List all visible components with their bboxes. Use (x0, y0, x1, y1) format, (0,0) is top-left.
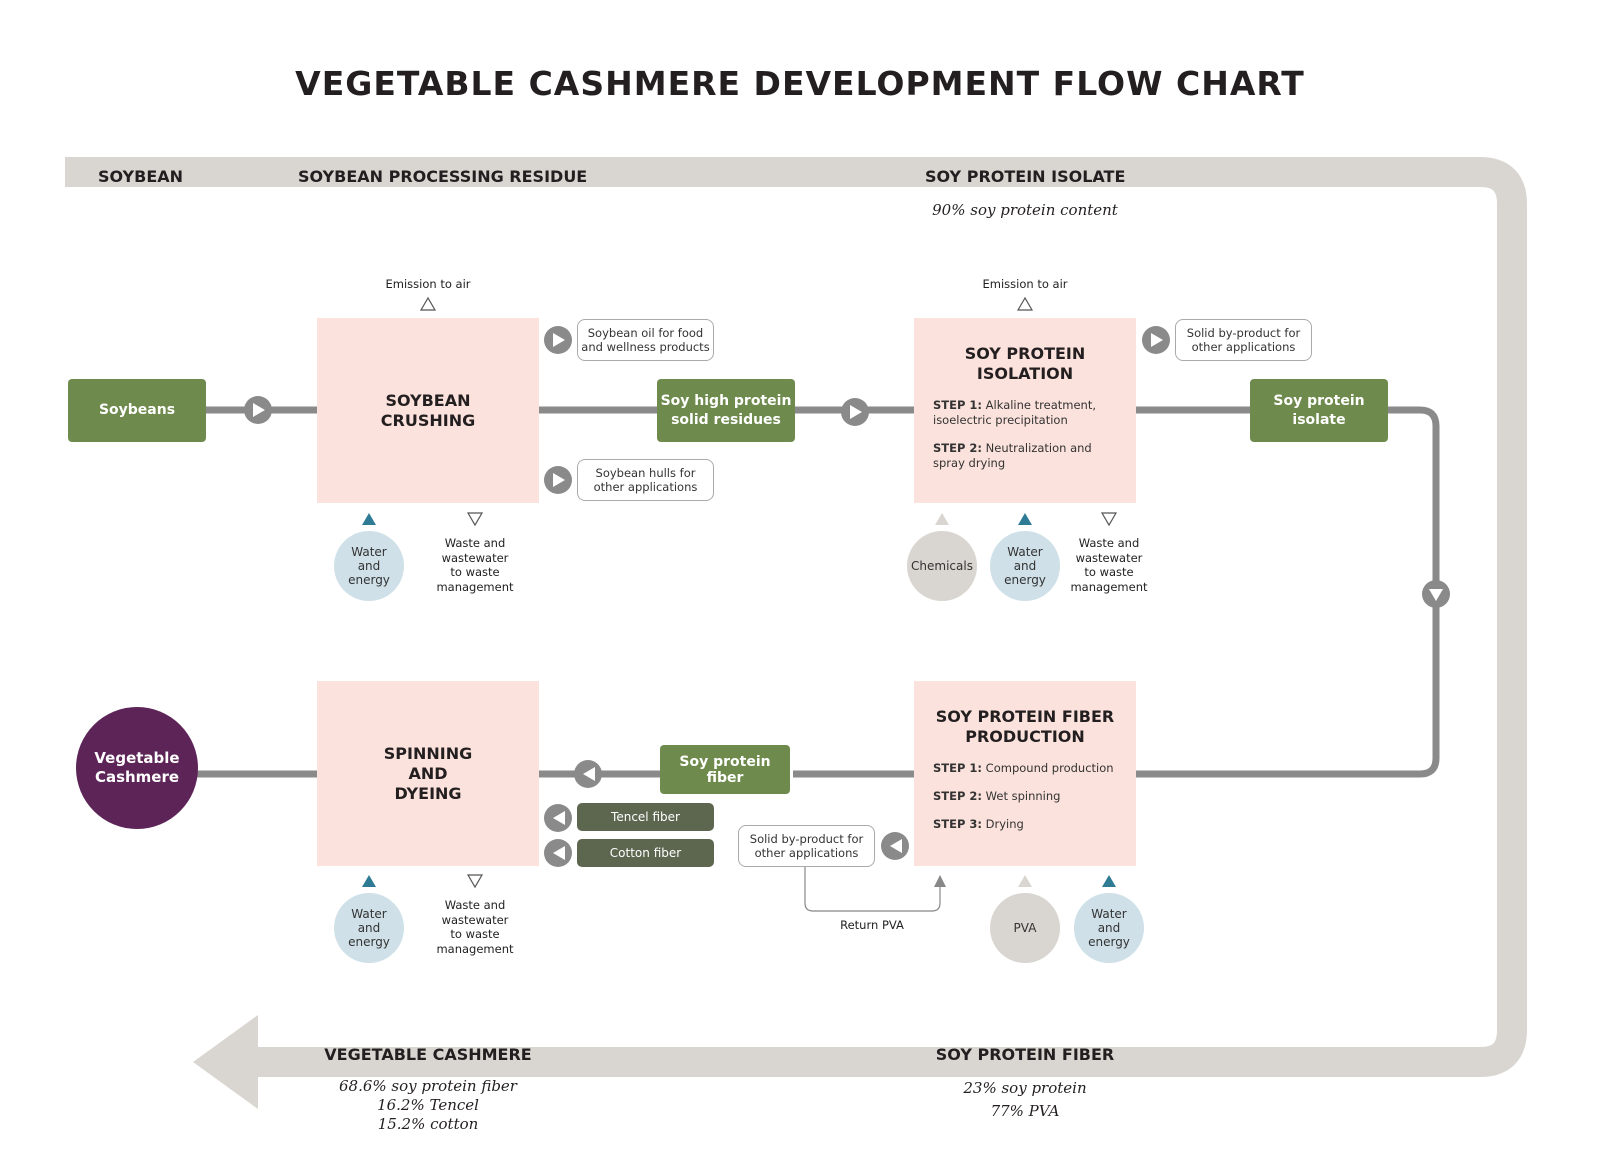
node-solid-residues: Soy high protein solid residues (657, 379, 795, 442)
process-title: SOY PROTEIN ISOLATION (964, 344, 1086, 383)
input-water-energy: Water and energy (1074, 893, 1144, 963)
stage-label-soybean: SOYBEAN (98, 167, 184, 186)
output-solid-byproduct-fiber: Solid by-product for other applications (738, 825, 875, 867)
stage-note-cashmere: 68.6% soy protein fiber 16.2% Tencel 15.… (339, 1077, 517, 1133)
input-arrow-water (1102, 875, 1116, 887)
process-title: SOY PROTEIN FIBER PRODUCTION (935, 707, 1115, 746)
return-pva-label: Return PVA (840, 918, 904, 932)
page-title: VEGETABLE CASHMERE DEVELOPMENT FLOW CHAR… (295, 64, 1305, 103)
node-cotton-fiber: Cotton fiber (577, 839, 714, 867)
input-arrow-water (362, 875, 376, 887)
input-pva: PVA (990, 893, 1060, 963)
waste-label: Waste and wastewater to waste management (436, 898, 514, 956)
waste-arrow (466, 874, 484, 889)
return-pva-connector (804, 867, 941, 912)
process-steps: STEP 1: Alkaline treatment, isoelectric … (914, 398, 1136, 471)
process-spinning-and-dyeing: SPINNING AND DYEING (317, 681, 539, 866)
flow-arrow-down (1422, 580, 1450, 608)
output-arrow-hulls (544, 466, 572, 494)
stage-label-cashmere: VEGETABLE CASHMERE (324, 1045, 532, 1064)
node-soybeans: Soybeans (68, 379, 206, 442)
output-arrow-byproduct-fiber (881, 832, 909, 860)
node-vegetable-cashmere: Vegetable Cashmere (76, 707, 198, 829)
process-step: STEP 1: Alkaline treatment, isoelectric … (933, 398, 1096, 427)
input-arrow-pva (1018, 875, 1032, 887)
input-arrow-water (1018, 513, 1032, 525)
emission-arrow (419, 296, 437, 311)
stage-label-isolate: SOY PROTEIN ISOLATE (925, 167, 1126, 186)
emission-arrow (1016, 296, 1034, 311)
emission-label: Emission to air (982, 277, 1068, 291)
return-pva-arrow (934, 875, 946, 887)
stage-label-residue: SOYBEAN PROCESSING RESIDUE (298, 167, 588, 186)
output-solid-byproduct-isolation: Solid by-product for other applications (1175, 319, 1312, 361)
flow-arrow-right (244, 396, 272, 424)
input-arrow-tencel (544, 804, 572, 832)
waste-label: Waste and wastewater to waste management (1070, 536, 1148, 594)
process-step: STEP 2: Neutralization and spray drying (933, 441, 1092, 470)
input-water-energy: Water and energy (334, 893, 404, 963)
process-step: STEP 3: Drying (933, 817, 1024, 831)
node-soy-protein-fiber: Soy protein fiber (660, 745, 790, 794)
input-arrow-chemicals (935, 513, 949, 525)
waste-arrow (1100, 512, 1118, 527)
waste-arrow (466, 512, 484, 527)
stage-band (65, 157, 1527, 1077)
input-chemicals: Chemicals (907, 531, 977, 601)
stage-note-fiber: 23% soy protein 77% PVA (963, 1079, 1087, 1120)
output-arrow-oil (544, 326, 572, 354)
input-water-energy: Water and energy (990, 531, 1060, 601)
output-soybean-oil: Soybean oil for food and wellness produc… (577, 319, 714, 361)
output-soybean-hulls: Soybean hulls for other applications (577, 459, 714, 501)
flow-arrow-right (841, 398, 869, 426)
input-arrow-water (362, 513, 376, 525)
process-soybean-crushing: SOYBEAN CRUSHING (317, 318, 539, 503)
process-soy-protein-fiber-production: SOY PROTEIN FIBER PRODUCTION STEP 1: Com… (914, 681, 1136, 866)
process-step: STEP 2: Wet spinning (933, 789, 1061, 803)
process-steps: STEP 1: Compound production STEP 2: Wet … (914, 761, 1136, 832)
process-soy-protein-isolation: SOY PROTEIN ISOLATION STEP 1: Alkaline t… (914, 318, 1136, 503)
output-arrow-byproduct (1142, 326, 1170, 354)
input-water-energy: Water and energy (334, 531, 404, 601)
input-arrow-cotton (544, 839, 572, 867)
node-soy-protein-isolate: Soy protein isolate (1250, 379, 1388, 442)
node-tencel-fiber: Tencel fiber (577, 803, 714, 831)
waste-label: Waste and wastewater to waste management (436, 536, 514, 594)
stage-band-arrowhead (193, 1015, 258, 1109)
process-step: STEP 1: Compound production (933, 761, 1114, 775)
flow-arrow-left (574, 760, 602, 788)
stage-note-isolate: 90% soy protein content (932, 201, 1118, 219)
emission-label: Emission to air (385, 277, 471, 291)
stage-label-fiber: SOY PROTEIN FIBER (935, 1045, 1115, 1064)
